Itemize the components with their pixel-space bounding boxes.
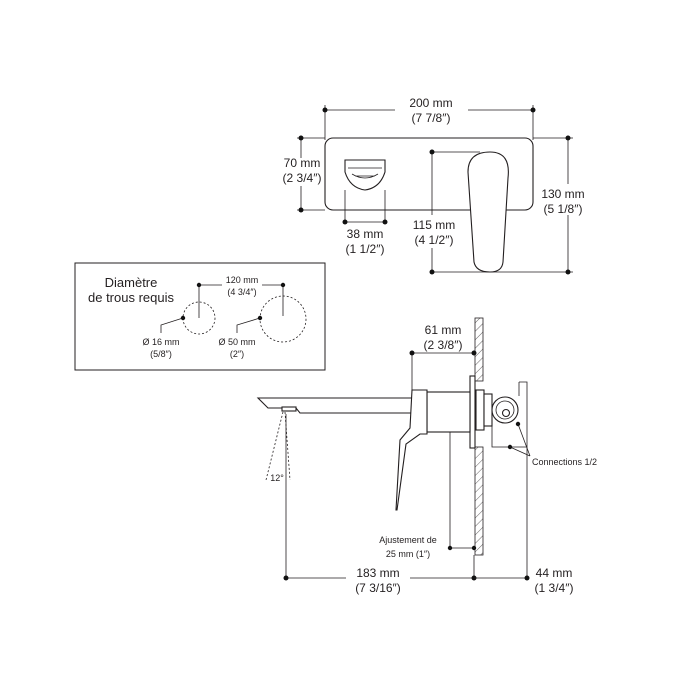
height-mm-label: 130 mm: [541, 187, 584, 201]
spout-width-mm-label: 38 mm: [347, 227, 384, 241]
large-hole-in-label: (2″): [230, 349, 244, 359]
depth-in-label: (2 3/8″): [424, 338, 463, 352]
width-in-label: (7 7/8″): [412, 111, 451, 125]
dimension-reach: 183 mm (7 3/16″): [283, 414, 477, 595]
adjustment-label-line2: 25 mm (1″): [386, 549, 430, 559]
handle: [467, 151, 509, 273]
spray-angle: 12°: [265, 411, 291, 483]
flange: [469, 375, 476, 449]
wall-section: [474, 317, 484, 556]
handle-height-in-label: (4 1/2″): [415, 233, 454, 247]
hole-spacing-mm-label: 120 mm: [226, 275, 259, 285]
dimension-rough-depth: 44 mm (1 3/4″): [474, 447, 573, 595]
aerator: [281, 406, 297, 412]
height-in-label: (5 1/8″): [544, 202, 583, 216]
width-mm-label: 200 mm: [409, 96, 452, 110]
dimension-width: 200 mm (7 7/8″): [322, 96, 536, 140]
hole-spacing-in-label: (4 3/4″): [227, 287, 256, 297]
rough-depth-in-label: (1 3/4″): [535, 581, 574, 595]
dimension-adjustment: Ajustement de 25 mm (1″): [379, 432, 477, 559]
connections-callout: Connections 1/2: [507, 421, 597, 467]
reach-in-label: (7 3/16″): [355, 581, 401, 595]
holes-title-line2: de trous requis: [88, 290, 174, 305]
dimension-spout-width: 38 mm (1 1/2″): [342, 190, 388, 256]
adjustment-label-line1: Ajustement de: [379, 535, 437, 545]
holes-title-line1: Diamètre: [105, 275, 158, 290]
small-hole-mm-label: Ø 16 mm: [142, 337, 179, 347]
dimension-plate-height: 70 mm (2 3/4″): [283, 135, 325, 213]
lever: [395, 389, 428, 511]
front-view: 200 mm (7 7/8″) 70 mm (2 3/4″) 130 mm (5…: [283, 96, 585, 275]
valve-cartridge: [475, 381, 528, 448]
reach-mm-label: 183 mm: [356, 566, 399, 580]
rough-depth-mm-label: 44 mm: [536, 566, 573, 580]
connections-label: Connections 1/2: [532, 457, 597, 467]
plate-height-mm-label: 70 mm: [284, 156, 321, 170]
valve-body: [426, 391, 471, 433]
angle-label: 12°: [270, 473, 284, 483]
required-holes-box: Diamètre de trous requis 120 mm (4 3/4″)…: [74, 262, 326, 371]
small-hole-in-label: (5/8″): [150, 349, 172, 359]
large-hole-mm-label: Ø 50 mm: [218, 337, 255, 347]
spout-outlet: [344, 159, 386, 191]
handle-height-mm-label: 115 mm: [413, 218, 455, 232]
spout-width-in-label: (1 1/2″): [346, 242, 385, 256]
dimension-height: 130 mm (5 1/8″): [430, 135, 585, 275]
dimension-depth: 61 mm (2 3/8″): [409, 323, 477, 390]
dimension-handle-height: 115 mm (4 1/2″): [413, 149, 480, 275]
depth-mm-label: 61 mm: [425, 323, 462, 337]
large-hole-circle: [259, 295, 307, 343]
plate-height-in-label: (2 3/4″): [283, 171, 322, 185]
side-view: 61 mm (2 3/8″) 12° Ajustement de 25 mm (…: [256, 317, 597, 595]
